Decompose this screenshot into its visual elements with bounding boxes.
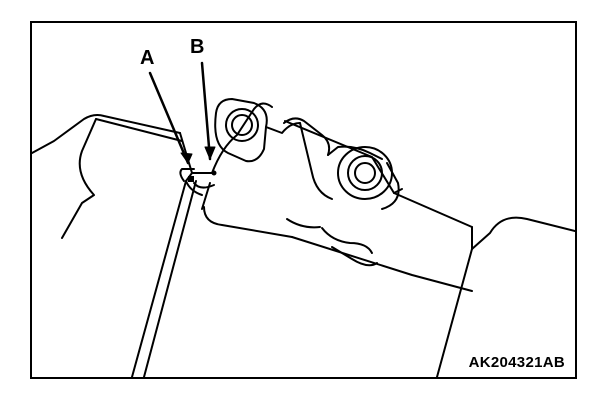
illustration-frame: A B AK204321AB <box>30 21 577 379</box>
mark-a <box>188 176 194 182</box>
tensioner-arm <box>283 117 400 210</box>
alignment-marks <box>179 168 217 182</box>
engine-block <box>32 114 197 377</box>
pulley-boss <box>214 98 301 163</box>
mounting-bracket <box>393 188 575 377</box>
callout-a: A <box>140 47 155 69</box>
mark-b <box>211 170 217 176</box>
arrowhead-a <box>180 152 193 164</box>
tensioner-body <box>185 102 473 292</box>
engine-tensioner-illustration <box>32 61 575 377</box>
leader-lines <box>148 61 212 165</box>
callout-b: B <box>190 36 205 58</box>
figure-id: AK204321AB <box>468 354 565 371</box>
arrowhead-b <box>204 146 216 160</box>
